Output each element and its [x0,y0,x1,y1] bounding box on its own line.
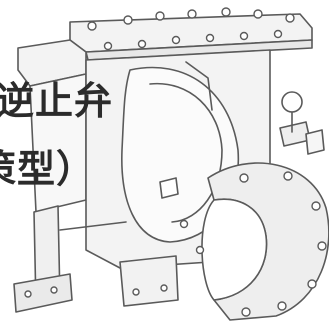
handwheel [281,91,303,113]
title-line-2: 策型） [0,147,96,191]
title-line-1: 逆止弁 [0,79,114,123]
